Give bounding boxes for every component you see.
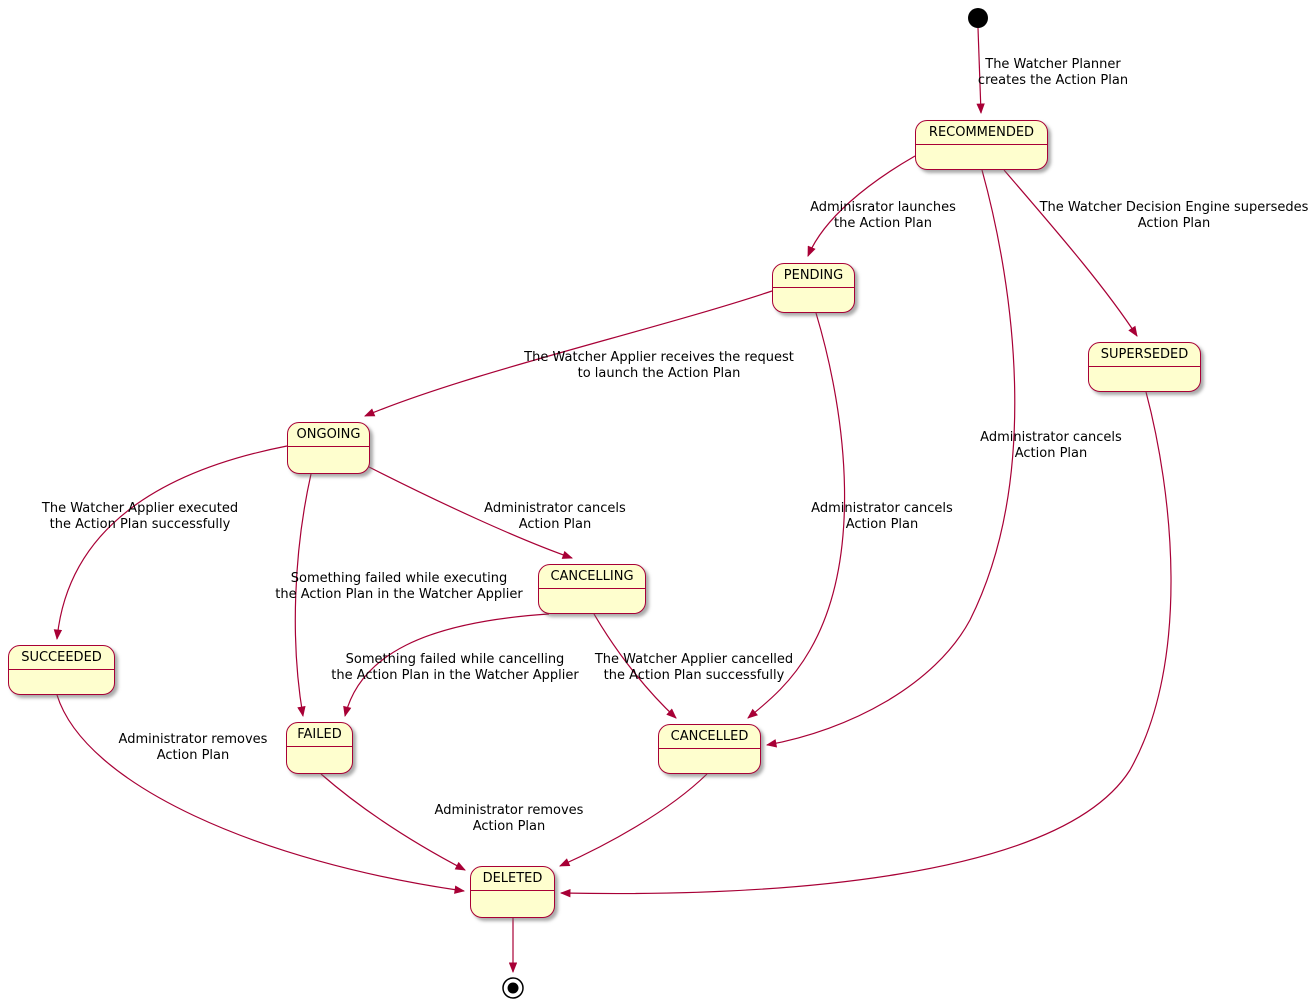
transition-cancelling-to-cancelled bbox=[593, 613, 677, 719]
state-superseded: SUPERSEDED bbox=[1088, 342, 1201, 392]
label-ongoing-to-failed: Something failed while executing the Act… bbox=[275, 571, 523, 602]
transition-pending-to-ongoing bbox=[364, 290, 773, 417]
transition-superseded-to-deleted bbox=[559, 391, 1172, 898]
state-recommended: RECOMMENDED bbox=[915, 120, 1048, 170]
label-pending-to-cancelled: Administrator cancels Action Plan bbox=[811, 501, 953, 532]
label-cancelling-to-cancelled: The Watcher Applier cancelled the Action… bbox=[594, 652, 794, 683]
transition-ongoing-to-cancelling bbox=[368, 466, 573, 559]
label-failed-to-deleted: Administrator removes Action Plan bbox=[434, 803, 584, 834]
label-ongoing-to-succeeded: The Watcher Applier executed the Action … bbox=[41, 501, 239, 532]
state-cancelled: CANCELLED bbox=[658, 724, 761, 774]
state-cancelling: CANCELLING bbox=[538, 564, 646, 614]
state-cancelling-label: CANCELLING bbox=[539, 565, 645, 589]
transition-initial-to-recommended bbox=[976, 27, 985, 115]
transition-recommended-to-cancelled bbox=[765, 169, 1016, 748]
transition-recommended-to-superseded bbox=[1003, 169, 1138, 337]
state-pending: PENDING bbox=[772, 263, 855, 313]
transition-pending-to-cancelled bbox=[747, 312, 846, 719]
state-pending-label: PENDING bbox=[773, 264, 854, 288]
label-ongoing-to-cancelling: Administrator cancels Action Plan bbox=[484, 501, 626, 532]
state-recommended-label: RECOMMENDED bbox=[916, 121, 1047, 145]
state-cancelled-label: CANCELLED bbox=[659, 725, 760, 749]
transition-failed-to-deleted bbox=[320, 773, 466, 871]
transition-ongoing-to-succeeded bbox=[53, 445, 288, 641]
final-state bbox=[502, 977, 524, 999]
label-pending-to-ongoing: The Watcher Applier receives the request… bbox=[524, 350, 794, 381]
state-succeeded: SUCCEEDED bbox=[8, 645, 115, 695]
label-recommended-to-cancelled: Administrator cancels Action Plan bbox=[980, 430, 1122, 461]
state-superseded-label: SUPERSEDED bbox=[1089, 343, 1200, 367]
label-recommended-to-superseded: The Watcher Decision Engine supersedes A… bbox=[1039, 200, 1309, 231]
label-recommended-to-pending: Adminisrator launches the Action Plan bbox=[810, 200, 956, 231]
initial-state bbox=[968, 8, 988, 28]
state-succeeded-label: SUCCEEDED bbox=[9, 646, 114, 670]
state-failed: FAILED bbox=[286, 722, 353, 774]
state-deleted: DELETED bbox=[470, 866, 555, 918]
state-failed-label: FAILED bbox=[287, 723, 352, 747]
transition-cancelling-to-failed bbox=[343, 613, 550, 718]
transition-cancelled-to-deleted bbox=[559, 773, 708, 867]
label-succeeded-to-deleted: Administrator removes Action Plan bbox=[118, 732, 268, 763]
transition-succeeded-to-deleted bbox=[56, 694, 466, 894]
state-ongoing: ONGOING bbox=[287, 422, 370, 474]
state-ongoing-label: ONGOING bbox=[288, 423, 369, 447]
label-initial-to-recommended: The Watcher Planner creates the Action P… bbox=[977, 57, 1129, 88]
label-cancelling-to-failed: Something failed while cancelling the Ac… bbox=[331, 652, 579, 683]
state-deleted-label: DELETED bbox=[471, 867, 554, 891]
transition-ongoing-to-failed bbox=[294, 473, 312, 718]
transition-recommended-to-pending bbox=[807, 155, 916, 257]
